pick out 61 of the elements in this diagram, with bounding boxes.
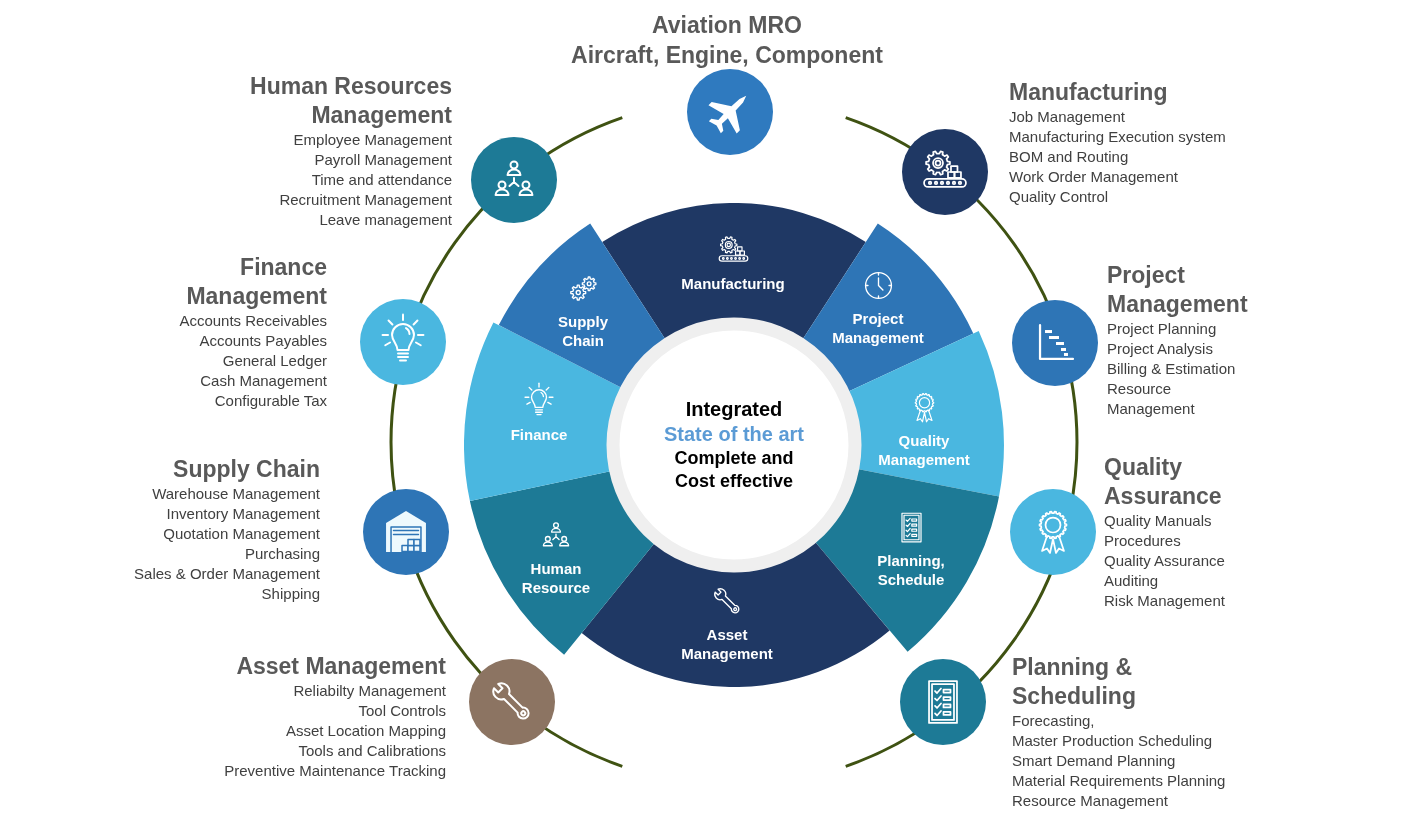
feature-item: Purchasing <box>243 544 320 564</box>
segment-label: Human Resource <box>521 558 591 597</box>
feature-item: Accounts Payables <box>198 331 327 351</box>
feature-item: Work Order Management <box>1009 167 1179 187</box>
feature-item: Warehouse Management <box>151 484 320 504</box>
module-heading: Supply Chain <box>172 455 320 484</box>
feature-item: Master Production Scheduling <box>1012 731 1214 751</box>
segment-label: Quality Management <box>877 430 971 469</box>
feature-item: Preventive Maintenance Tracking <box>223 761 446 781</box>
feature-item: Quality Control <box>1009 187 1110 207</box>
feature-item: Procedures <box>1104 531 1182 551</box>
feature-item: Quality Manuals <box>1104 511 1213 531</box>
feature-item: Configurable Tax <box>213 391 327 411</box>
center-heading: Integrated <box>685 397 783 422</box>
module-heading: Manufacturing <box>1009 78 1169 107</box>
center-tagline: Complete and Cost effective <box>673 447 795 493</box>
feature-item: Reliabilty Management <box>292 681 446 701</box>
segment-label: Project Management <box>831 308 925 347</box>
module-heading: Planning & Scheduling <box>1012 653 1137 711</box>
feature-item: Project Analysis <box>1107 339 1214 359</box>
feature-item: Manufacturing Execution system <box>1009 127 1227 147</box>
feature-item: Leave management <box>318 210 452 230</box>
feature-item: BOM and Routing <box>1009 147 1130 167</box>
feature-item: Recruitment Management <box>278 190 452 210</box>
feature-item: Asset Location Mapping <box>284 721 446 741</box>
feature-item: General Ledger <box>221 351 327 371</box>
segment-label: Planning, Schedule <box>876 550 946 589</box>
module-heading: Human Resources Management <box>249 72 452 130</box>
feature-item: Accounts Receivables <box>178 311 327 331</box>
feature-item: Quotation Management <box>162 524 320 544</box>
feature-item: Employee Management <box>292 130 452 150</box>
module-heading: Asset Management <box>235 652 446 681</box>
module-heading: Quality Assurance <box>1104 453 1223 511</box>
segment-label: Asset Management <box>680 624 774 663</box>
feature-item: Inventory Management <box>165 504 320 524</box>
feature-item: Resource Management <box>1107 379 1196 419</box>
feature-item: Sales & Order Management <box>133 564 320 584</box>
segment-label: Manufacturing <box>680 274 786 293</box>
feature-item: Smart Demand Planning <box>1012 751 1177 771</box>
feature-item: Material Requirements Planning <box>1012 771 1227 791</box>
feature-item: Job Management <box>1009 107 1126 127</box>
segment-label: Finance <box>510 425 568 444</box>
feature-item: Time and attendance <box>310 170 452 190</box>
feature-item: Resource Management <box>1012 791 1169 811</box>
feature-item: Tools and Calibrations <box>297 741 446 761</box>
feature-item: Billing & Estimation <box>1107 359 1237 379</box>
feature-item: Tool Controls <box>357 701 446 721</box>
segment-label: Supply Chain <box>557 311 609 350</box>
feature-item: Auditing <box>1104 571 1160 591</box>
feature-item: Forecasting, <box>1012 711 1096 731</box>
feature-item: Payroll Management <box>313 150 452 170</box>
subheadline: Aircraft, Engine, Component <box>570 41 884 70</box>
feature-item: Project Planning <box>1107 319 1218 339</box>
feature-item: Cash Management <box>199 371 327 391</box>
feature-item: Quality Assurance <box>1104 551 1226 571</box>
headline: Aviation MRO <box>651 11 803 40</box>
module-heading: Finance Management <box>185 253 327 311</box>
feature-item: Risk Management <box>1104 591 1226 611</box>
module-heading: Project Management <box>1107 261 1249 319</box>
center-tagline: State of the art <box>663 422 805 447</box>
feature-item: Shipping <box>260 584 320 604</box>
